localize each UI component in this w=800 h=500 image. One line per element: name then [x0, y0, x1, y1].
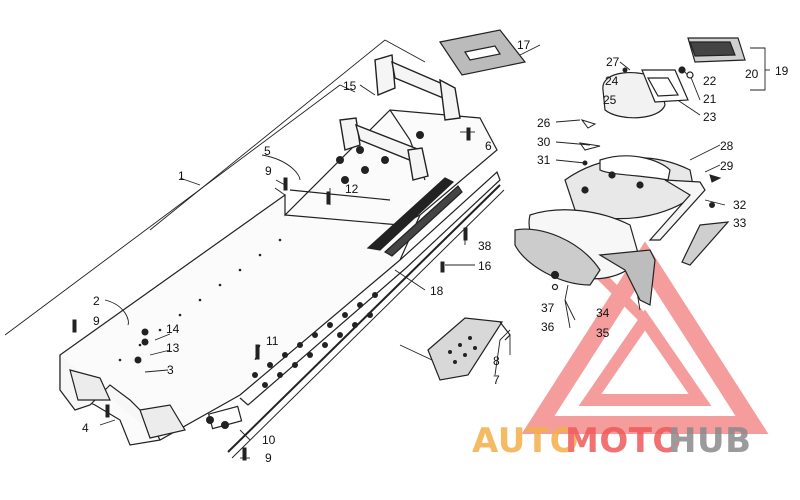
- taillight-part: [641, 37, 746, 103]
- callout-36: 36: [541, 320, 555, 334]
- callout-7: 7: [493, 373, 500, 387]
- callout-9-bottom: 9: [265, 451, 272, 465]
- watermark-auto: AUTO: [472, 421, 579, 461]
- callout-2: 2: [93, 294, 100, 308]
- callout-30: 30: [537, 135, 551, 149]
- callout-22: 22: [703, 74, 717, 88]
- callout-14: 14: [166, 322, 180, 336]
- callout-24: 24: [605, 74, 619, 88]
- callout-labels: 1 2 3 4 5 6 7 8 9 9 9 10 11 12 13 14 15 …: [82, 38, 789, 465]
- callout-21: 21: [703, 92, 717, 106]
- callout-12: 12: [345, 182, 359, 196]
- watermark-moto: MOTO: [565, 421, 682, 461]
- callout-38: 38: [478, 239, 492, 253]
- callout-31: 31: [537, 153, 551, 167]
- callout-16: 16: [478, 259, 492, 273]
- callout-37: 37: [541, 301, 555, 315]
- callout-6: 6: [485, 139, 492, 153]
- callout-3: 3: [167, 363, 174, 377]
- callout-4: 4: [82, 421, 89, 435]
- callout-32: 32: [733, 198, 747, 212]
- callout-25: 25: [603, 93, 617, 107]
- callout-13: 13: [166, 341, 180, 355]
- callout-35: 35: [596, 326, 610, 340]
- callout-19: 19: [775, 64, 789, 78]
- callout-23: 23: [703, 110, 717, 124]
- callout-29: 29: [720, 159, 734, 173]
- seat-back-assembly: [514, 71, 730, 306]
- watermark-hub: HUB: [668, 421, 751, 461]
- floor-mat-part: [439, 29, 527, 76]
- tunnel-assembly: [59, 109, 505, 459]
- watermark-logo: [521, 241, 769, 434]
- callout-27: 27: [606, 55, 620, 69]
- callout-28: 28: [720, 139, 734, 153]
- callout-10: 10: [262, 433, 276, 447]
- callout-18: 18: [430, 284, 444, 298]
- callout-5: 5: [264, 144, 271, 158]
- callout-20: 20: [745, 67, 759, 81]
- callout-8: 8: [493, 354, 500, 368]
- hardware-parts: [72, 67, 722, 461]
- callout-17: 17: [517, 38, 531, 52]
- callout-34: 34: [596, 306, 610, 320]
- grab-handle-part: [339, 54, 461, 181]
- callout-26: 26: [537, 116, 551, 130]
- callout-9-left: 9: [93, 314, 100, 328]
- callout-1: 1: [178, 169, 185, 183]
- callout-33: 33: [733, 216, 747, 230]
- callout-15: 15: [343, 79, 357, 93]
- footrest-part: [427, 317, 511, 381]
- callout-11: 11: [266, 334, 279, 348]
- callout-9-upper: 9: [265, 164, 272, 178]
- watermark-text: AUTO MOTO HUB: [472, 421, 751, 461]
